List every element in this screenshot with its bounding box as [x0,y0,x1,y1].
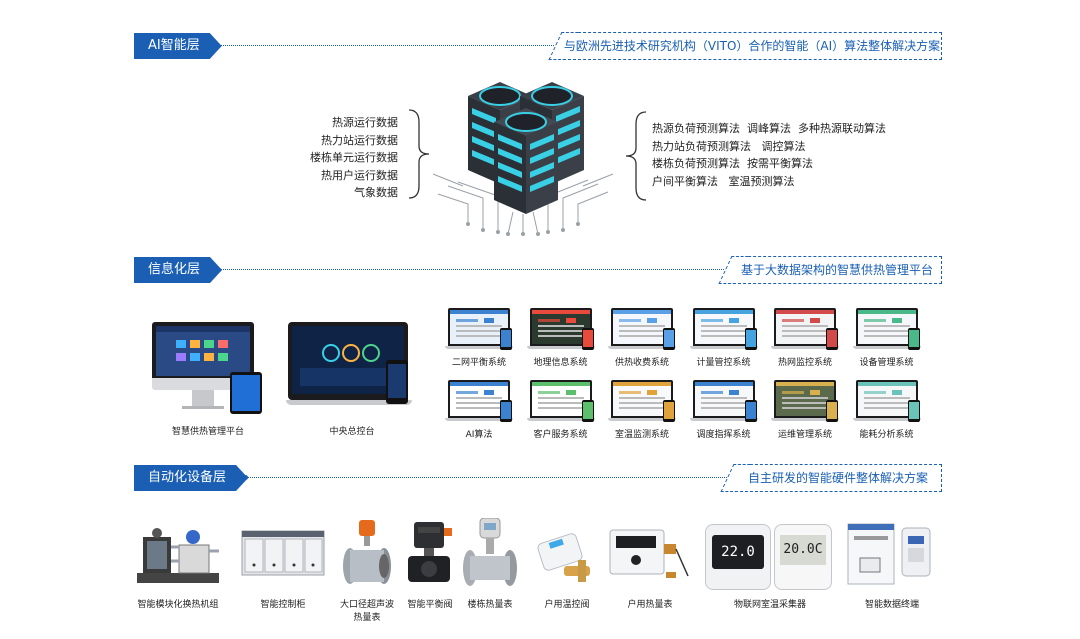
ai-layer-subtitle: 与欧洲先进技术研究机构（VITO）合作的智能（AI）算法整体解决方案 [563,32,942,60]
data-input-item: 楼栋单元运行数据 [310,151,398,164]
system-caption: 客户服务系统 [533,430,588,440]
thermostat-reading: 22.0 [712,535,764,569]
data-input-item: 热源运行数据 [332,116,398,129]
connector-dot [243,475,248,480]
system-caption: 设备管理系统 [859,358,914,368]
system-caption: 二网平衡系统 [451,358,506,368]
thermostat-panel-icon: 22.0 [705,524,771,590]
ai-layer-tag: AI智能层 [134,33,222,59]
algorithm-list: 热源负荷预测算法 调峰算法 多种热源联动算法 热力站负荷预测算法 调控算法 楼栋… [652,120,886,190]
algorithm-item: 热力站负荷预测算法 调控算法 [652,139,806,153]
building-heat-meter-icon [463,518,517,586]
data-input-item: 气象数据 [354,186,398,199]
imac-device [152,322,262,414]
algorithm-item: 热源负荷预测算法 调峰算法 多种热源联动算法 [652,122,886,135]
system-thumbnail [608,380,677,424]
system-thumbnail [771,380,840,424]
data-input-list: 热源运行数据 热力站运行数据 楼栋单元运行数据 热用户运行数据 气象数据 [290,114,398,202]
device-caption: 物联网室温采集器 [733,600,806,610]
device-caption: 智能平衡阀 [407,600,453,610]
system-caption: 供热收费系统 [614,358,669,368]
system-thumbnail [771,308,840,352]
system-caption: 计量管控系统 [696,358,751,368]
device-caption: 楼栋热量表 [467,600,513,610]
system-thumbnail [526,380,596,424]
data-input-item: 热用户运行数据 [321,168,398,182]
data-terminal-icon [847,523,931,585]
system-caption: 调度指挥系统 [696,430,751,440]
system-thumbnail [852,308,922,352]
device-caption: 中央总控台 [329,427,375,437]
connector-line [216,269,726,270]
data-input-item: 热力站运行数据 [321,133,398,147]
algorithm-item: 楼栋负荷预测算法 按需平衡算法 [652,157,813,170]
system-caption: AI算法 [465,430,493,440]
connector-line [247,477,727,478]
ultrasonic-meter-icon [343,520,391,584]
system-caption: 运维管理系统 [777,430,832,440]
system-thumbnail [689,308,759,352]
system-thumbnail [526,308,596,352]
connector-dot [212,267,217,272]
server-cluster-icon [432,82,614,236]
auto-layer-tag: 自动化设备层 [134,465,248,491]
system-thumbnail [689,380,759,424]
device-caption: 户用热量表 [627,600,673,610]
system-thumbnail [852,380,922,424]
connector-dot [212,43,217,48]
algorithm-item: 户间平衡算法 室温预测算法 [652,174,795,188]
balance-valve-icon [408,522,452,582]
room-sensor-icon: 20.0C [774,524,832,590]
system-thumbnail [445,380,514,424]
sensor-reading: 20.0C [780,535,826,565]
right-brace-icon [625,111,647,201]
connector-line [216,45,556,46]
system-caption: 地理信息系统 [533,358,588,368]
device-caption: 户用温控阀 [544,600,590,610]
device-caption: 大口径超声波热量表 [339,600,394,623]
system-caption: 能耗分析系统 [859,430,914,440]
device-caption: 智能数据终端 [864,600,919,610]
device-caption: 智慧供热管理平台 [171,427,244,437]
system-caption: 室温监测系统 [614,430,669,440]
device-caption: 智能控制柜 [260,600,306,610]
auto-layer-subtitle: 自主研发的智能硬件整体解决方案 [735,464,942,492]
heat-exchanger-unit-icon [137,528,219,583]
left-brace-icon [408,109,430,199]
info-layer-tag: 信息化层 [134,257,222,283]
household-heat-meter-icon [609,529,689,578]
system-thumbnail [445,308,514,352]
device-caption: 智能模块化换热机组 [137,600,219,610]
temp-control-valve-icon [537,533,590,582]
system-thumbnail [608,308,677,352]
control-cabinet-icon [241,530,325,576]
info-layer-subtitle: 基于大数据架构的智慧供热管理平台 [733,256,942,284]
laptop-device [286,322,412,414]
system-caption: 热网监控系统 [777,358,832,368]
